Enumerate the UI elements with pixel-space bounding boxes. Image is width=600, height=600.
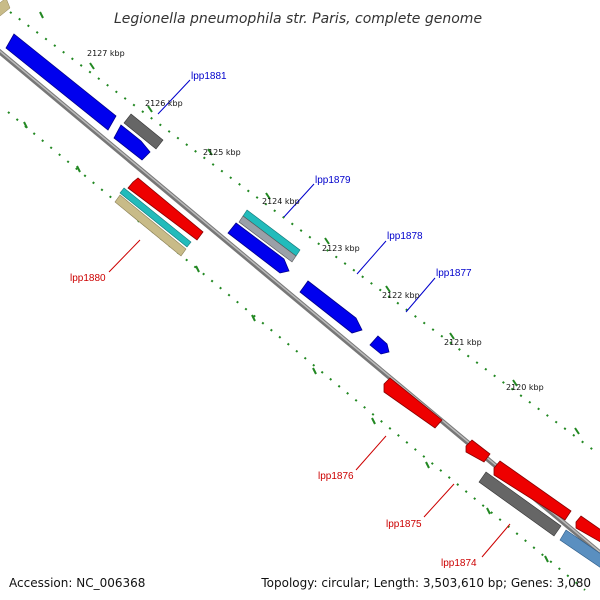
kbp-label-2127: 2127 kbp: [87, 49, 125, 58]
gene-label-lpp1881[interactable]: lpp1881: [191, 71, 227, 82]
gene-lpp1880-arrow[interactable]: [127, 177, 204, 241]
kbp-label-2123: 2123 kbp: [322, 244, 360, 253]
gene-label-lpp1876[interactable]: lpp1876: [318, 471, 354, 482]
topology-text: Topology: circular; Length: 3,503,610 bp…: [260, 576, 591, 590]
kbp-label-2120: 2120 kbp: [506, 383, 544, 392]
other-features: [114, 113, 600, 570]
gene-label-lpp1875[interactable]: lpp1875: [386, 519, 422, 530]
feature-grey-2126[interactable]: [123, 113, 164, 150]
gene-lpp1881-arrow[interactable]: [113, 124, 151, 161]
accession-text: Accession: NC_006368: [9, 576, 145, 590]
outer-tick-track: [9, 11, 597, 453]
gene-lpp1879-arrow[interactable]: [227, 222, 290, 274]
forward-genes: [5, 33, 390, 355]
gene-lpp1874-arrow[interactable]: [493, 460, 572, 521]
gene-lpp1882-arrow[interactable]: [5, 33, 117, 131]
feature-grey-2124[interactable]: [238, 215, 297, 263]
inner-tick-track: [7, 111, 586, 591]
kbp-label-2126: 2126 kbp: [145, 99, 183, 108]
gene-red-right-edge[interactable]: [575, 515, 600, 544]
gene-label-lpp1879[interactable]: lpp1879: [315, 175, 351, 186]
kbp-label-2124: 2124 kbp: [262, 197, 300, 206]
kbp-tick-labels: 2127 kbp 2126 kbp 2125 kbp 2124 kbp 2123…: [87, 49, 544, 392]
kbp-label-2125: 2125 kbp: [203, 148, 241, 157]
label-leader-lines: [108, 79, 511, 558]
map-title: Legionella pneumophila str. Paris, compl…: [114, 11, 482, 27]
gene-label-lpp1880[interactable]: lpp1880: [70, 273, 106, 284]
feature-steel-1874[interactable]: [559, 529, 600, 570]
gene-lpp1877-arrow[interactable]: [369, 335, 390, 355]
feature-tan-topleft[interactable]: [0, 0, 11, 17]
reverse-genes: [127, 177, 600, 544]
gene-label-lpp1878[interactable]: lpp1878: [387, 231, 423, 242]
gene-label-lpp1874[interactable]: lpp1874: [441, 558, 477, 569]
feature-grey-1874[interactable]: [478, 471, 562, 537]
major-ticks-outer: [39, 11, 580, 435]
gene-name-labels: lpp1881 lpp1879 lpp1878 lpp1877 lpp1880 …: [70, 71, 477, 569]
gene-label-lpp1877[interactable]: lpp1877: [436, 268, 472, 279]
kbp-label-2121: 2121 kbp: [444, 338, 482, 347]
gene-lpp1875-arrow[interactable]: [465, 439, 491, 463]
feature-tan-1880[interactable]: [114, 194, 187, 257]
kbp-label-2122: 2122 kbp: [382, 291, 420, 300]
feature-cyan-1880[interactable]: [119, 187, 192, 248]
gene-lpp1876-arrow[interactable]: [383, 377, 443, 429]
gene-lpp1878-arrow[interactable]: [299, 280, 363, 334]
